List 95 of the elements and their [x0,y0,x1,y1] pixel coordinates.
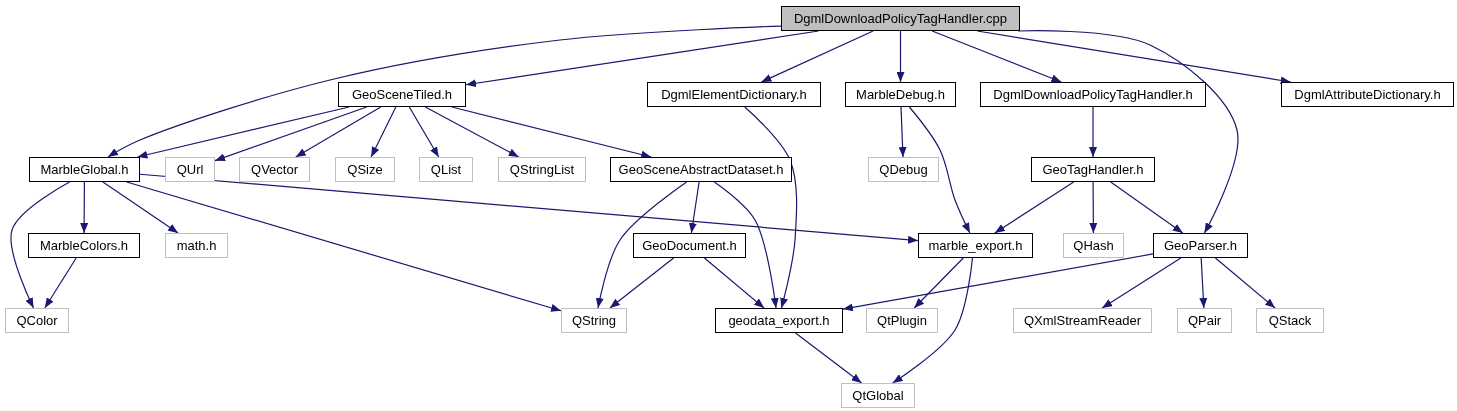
dependency-arrow [1199,257,1208,309]
external-header-box [868,157,939,182]
dependency-arrow [896,30,905,83]
dependency-arrow [1089,106,1097,158]
dependency-arrow [136,106,350,159]
external-header-box [419,157,473,182]
file-name: GeoTagHandler.h [1042,162,1144,177]
dependency-arrow [139,173,919,244]
header-file-box [610,157,792,182]
dependency-arrow [1017,30,1239,234]
file-name: MarbleColors.h [39,238,129,253]
file-name: QtGlobal [852,388,904,403]
dependency-arrow [107,25,782,158]
file-name: DgmlAttributeDictionary.h [1294,87,1441,102]
dependency-arrow [1110,181,1184,234]
file-name: DgmlDownloadPolicyTagHandler.cpp [793,11,1008,26]
external-header-box [5,308,69,333]
file-name: DgmlDownloadPolicyTagHandler.h [993,87,1193,102]
dependency-arrow [713,181,779,309]
file-name: marble_export.h [928,238,1023,253]
dependency-arrow [913,257,964,309]
dependency-arrow [898,106,907,158]
dependency-arrow [424,106,520,158]
header-file-box [647,82,821,107]
dependency-arrow [10,181,71,309]
header-file-box [918,233,1033,258]
external-header-box [1063,233,1124,258]
header-file-box [1281,82,1454,107]
header-file-box [28,233,140,258]
file-name: QString [571,313,617,328]
file-name: QList [430,162,462,177]
external-header-box [1177,308,1232,333]
dependency-arrow [295,106,382,158]
dependency-arrow [688,181,700,234]
file-name: QVector [251,162,298,177]
file-name: QPair [1187,313,1222,328]
header-file-box [29,157,140,182]
external-header-box [866,308,938,333]
source-file-box [781,6,1020,31]
file-name: QtPlugin [877,313,927,328]
file-name: QUrl [176,162,204,177]
dependency-arrow [703,257,765,309]
file-name: math.h [176,238,217,253]
dependency-arrow [994,181,1075,234]
file-name: GeoSceneTiled.h [352,87,452,102]
dependency-arrow [214,106,368,162]
dependency-arrow [744,106,798,309]
file-name: QSize [347,162,383,177]
header-file-box [338,82,466,107]
dependency-arrow [1101,257,1182,309]
header-file-box [1153,233,1248,258]
dependency-arrow [408,106,440,158]
file-name: QDebug [879,162,928,177]
dependency-arrow [760,30,874,83]
external-header-box [335,157,395,182]
dependency-arrow [931,30,1062,83]
file-name: QColor [16,313,58,328]
external-header-box [841,383,915,408]
dependency-arrow [794,332,863,384]
external-header-box [1256,308,1324,333]
header-file-box [845,82,956,107]
file-name: DgmlElementDictionary.h [661,87,807,102]
dependency-arrow [451,106,652,159]
file-name: MarbleGlobal.h [40,162,129,177]
dependency-arrow [102,181,179,234]
dependency-arrow [1089,181,1098,234]
header-file-box [1031,157,1155,182]
file-name: MarbleDebug.h [856,87,945,102]
external-header-box [1013,308,1152,333]
file-name: geodata_export.h [728,313,830,328]
dependency-arrow [126,181,562,312]
dependency-arrow [80,181,89,234]
file-name: GeoSceneAbstractDataset.h [618,162,784,177]
dependency-arrow [370,106,397,158]
header-file-box [715,308,843,333]
dependency-arrow [892,257,974,384]
external-header-box [561,308,627,333]
external-header-box [165,233,228,258]
file-name: QStringList [509,162,575,177]
external-header-box [239,157,310,182]
dependency-arrow [609,257,675,309]
dependency-arrow [842,253,1154,312]
file-name: GeoDocument.h [642,238,737,253]
dependency-arrow [44,257,77,309]
dependency-arrow [595,181,688,309]
file-name: QXmlStreamReader [1023,313,1141,328]
file-name: QStack [1268,313,1312,328]
dependency-arrow [1214,257,1276,309]
header-file-box [980,82,1206,107]
header-file-box [633,233,746,258]
external-header-box [165,157,215,182]
dependency-arrow [908,106,971,234]
file-name: QHash [1073,238,1114,253]
external-header-box [498,157,586,182]
file-name: GeoParser.h [1164,238,1237,253]
